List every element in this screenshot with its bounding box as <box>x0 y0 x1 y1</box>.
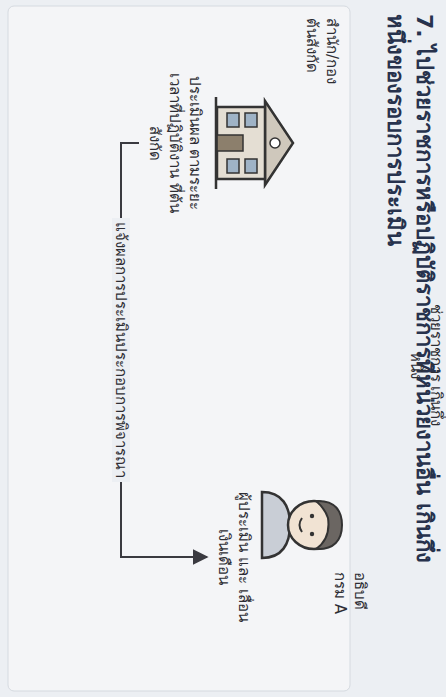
evaluator: อธิบดี กรม A ผู้ประเมิน และ เลื่อนเงินเดื… <box>214 462 371 652</box>
node-body: ประเมินผล ตามระยะ เวลาที่ปฏิบัติงาน ที่ต… <box>145 68 206 218</box>
person-icon <box>260 482 348 568</box>
node-row: อธิบดี กรม A <box>260 462 370 652</box>
edge-label-text: ช่วยราชการ เกินกึ่งหนึ่ง <box>407 304 445 427</box>
edge-label: แจ้งผลการประเมินประกอบการพิจารณา <box>111 190 131 510</box>
diagram-title: 7. ไปช่วยราชการหรือปฏิบัติราชการที่หน่วย… <box>381 14 438 574</box>
edge-label: ช่วยราชการ เกินกึ่งหนึ่ง <box>406 300 446 430</box>
building-icon <box>212 93 300 193</box>
node-heading: สำนัก/กอง ต้นสังกัด <box>302 18 343 108</box>
node-body: ผู้ประเมิน และ เลื่อนเงินเดือน <box>214 487 255 627</box>
edge-label-text: แจ้งผลการประเมินประกอบการพิจารณา <box>112 218 130 482</box>
origin-office: สำนัก/กอง ต้นสังกัด ประเมินผล ตามระยะ เว… <box>145 18 342 268</box>
node-heading: อธิบดี กรม A <box>330 572 371 632</box>
